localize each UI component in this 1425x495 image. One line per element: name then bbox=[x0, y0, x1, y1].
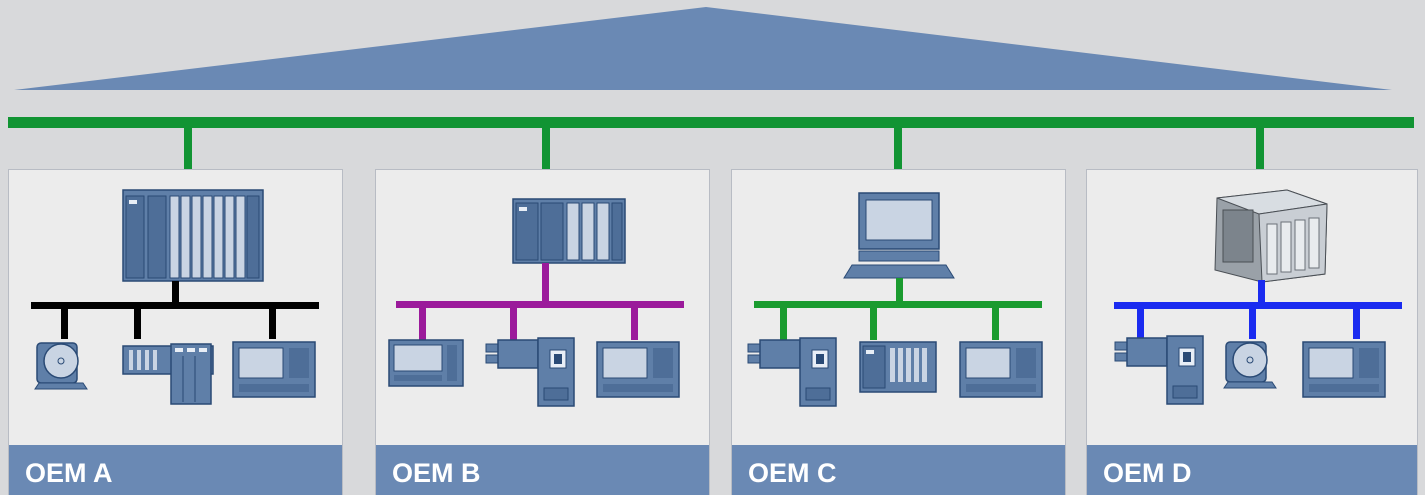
oem-b-label: OEM B bbox=[392, 458, 481, 488]
oem-b-bus-drop-controller bbox=[542, 263, 549, 303]
oem-panel-c: OEM C bbox=[731, 169, 1066, 495]
oem-a-fieldbus-line bbox=[31, 302, 319, 309]
oem-panel-a: OEM A bbox=[8, 169, 343, 495]
plc-rack-small-icon bbox=[512, 198, 626, 264]
oem-c-bus-drop-3 bbox=[992, 308, 999, 340]
drive-icon bbox=[1114, 335, 1204, 405]
io-module-icon bbox=[122, 343, 214, 405]
plc-rack-large-icon bbox=[122, 189, 264, 282]
motor-icon bbox=[1223, 341, 1277, 389]
oem-panel-d: OEM D bbox=[1086, 169, 1418, 495]
backbone-drop-c bbox=[894, 128, 902, 169]
oem-d-label: OEM D bbox=[1103, 458, 1192, 488]
oem-d-devices bbox=[1114, 189, 1402, 405]
backbone-drop-b bbox=[542, 128, 550, 169]
backbone-network-line bbox=[8, 117, 1414, 128]
roof-shape bbox=[14, 7, 1392, 90]
oem-c-fieldbus-line bbox=[754, 301, 1042, 308]
oem-c-bus-drop-1 bbox=[780, 308, 787, 340]
drive-icon bbox=[485, 337, 575, 407]
third-party-plc-icon bbox=[1214, 189, 1328, 283]
oem-d-bus-drop-1 bbox=[1137, 309, 1144, 339]
oem-panel-b-footer: OEM B bbox=[376, 445, 709, 495]
operator-panel-icon bbox=[596, 341, 680, 398]
oem-b-bus-drop-2 bbox=[510, 308, 517, 340]
backbone-drop-a bbox=[184, 128, 192, 169]
touch-panel-icon bbox=[388, 339, 464, 387]
oem-c-bus-drop-2 bbox=[870, 308, 877, 340]
oem-c-devices bbox=[747, 192, 1043, 407]
backbone-drop-d bbox=[1256, 128, 1264, 169]
oem-a-bus-drop-controller bbox=[172, 281, 179, 304]
oem-a-bus-drop-2 bbox=[134, 309, 141, 339]
oem-b-devices bbox=[388, 198, 684, 407]
oem-b-bus-drop-1 bbox=[419, 308, 426, 340]
operator-panel-icon bbox=[232, 341, 316, 398]
oem-b-bus-drop-3 bbox=[631, 308, 638, 340]
oem-panel-b: OEM B bbox=[375, 169, 710, 495]
oem-panel-a-footer: OEM A bbox=[9, 445, 342, 495]
oem-d-fieldbus-line bbox=[1114, 302, 1402, 309]
operator-panel-icon bbox=[1302, 341, 1386, 398]
pc-computer-icon bbox=[843, 192, 955, 279]
oem-c-bus-drop-controller bbox=[896, 278, 903, 303]
oem-panel-c-footer: OEM C bbox=[732, 445, 1065, 495]
oem-panel-d-footer: OEM D bbox=[1087, 445, 1417, 495]
motor-icon bbox=[34, 342, 88, 390]
oem-a-bus-drop-3 bbox=[269, 309, 276, 339]
oem-c-label: OEM C bbox=[748, 458, 837, 488]
oem-d-bus-drop-2 bbox=[1249, 309, 1256, 339]
oem-d-bus-drop-3 bbox=[1353, 309, 1360, 339]
io-module-icon bbox=[859, 341, 937, 393]
oem-d-bus-drop-controller bbox=[1258, 280, 1265, 304]
operator-panel-icon bbox=[959, 341, 1043, 398]
oem-a-label: OEM A bbox=[25, 458, 113, 488]
oem-b-fieldbus-line bbox=[396, 301, 684, 308]
drive-icon bbox=[747, 337, 837, 407]
oem-a-devices bbox=[31, 189, 319, 405]
oem-a-bus-drop-1 bbox=[61, 309, 68, 339]
